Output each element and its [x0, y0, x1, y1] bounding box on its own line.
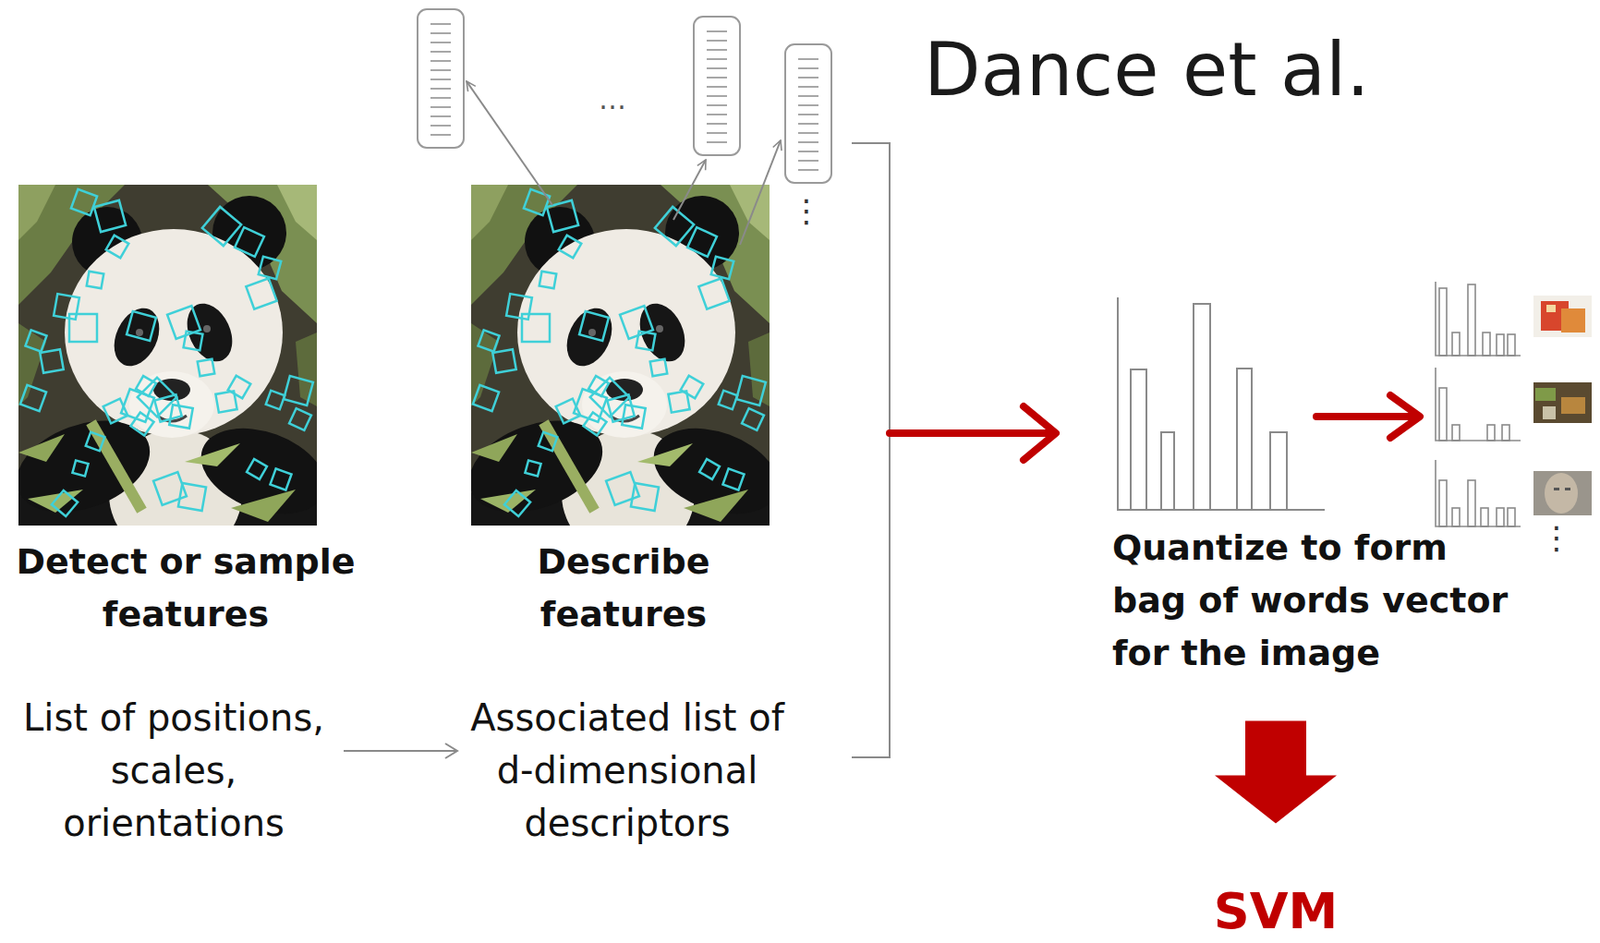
descriptor-vector: [417, 9, 464, 148]
descriptor-vector: [417, 9, 832, 183]
step-caption: Detect or sample features: [5, 535, 366, 642]
panda-photo: [471, 184, 770, 526]
mini-histogram: [1507, 334, 1516, 356]
example-thumbnail: [1533, 295, 1592, 516]
ellipsis-mark: ⋮: [790, 194, 823, 227]
panda-photo: [18, 184, 317, 526]
example-thumbnail: [1533, 471, 1592, 516]
descriptor-leader: [466, 81, 781, 245]
histogram: [1130, 369, 1147, 510]
histogram: [1117, 297, 1325, 510]
block-arrow: [1214, 720, 1337, 824]
flow-arrow: [889, 395, 1420, 461]
example-thumbnail: [1561, 397, 1586, 414]
flow-arrow: [1023, 406, 1056, 461]
panda-photo: [18, 184, 317, 526]
descriptor-vector: [693, 16, 740, 156]
mini-histogram: [1467, 480, 1476, 527]
caption-text: Detect or sample features: [5, 535, 366, 642]
caption-text: Describe features: [475, 535, 772, 642]
descriptor-leader: [739, 140, 781, 245]
group-bracket: [851, 143, 890, 758]
descriptor-entries: [430, 24, 819, 170]
mini-histogram: [1467, 284, 1476, 356]
mini-histogram: [1435, 281, 1521, 356]
mini-histogram: [1507, 508, 1516, 527]
histogram: [1270, 432, 1287, 510]
descriptor-vector: [785, 44, 832, 183]
mini-histogram: [1487, 424, 1495, 441]
mini-histogram: [1496, 334, 1504, 356]
ellipsis-mark: ⋮: [1540, 521, 1573, 554]
flow-arrow: [1316, 412, 1416, 421]
example-thumbnail: [1564, 487, 1571, 491]
classifier-label: SVM: [1183, 884, 1369, 939]
descriptor-entries: [430, 24, 451, 135]
example-thumbnail: [1542, 406, 1556, 420]
histogram: [1236, 368, 1252, 510]
descriptor-entries: [798, 59, 819, 170]
mini-histogram: [1480, 508, 1489, 527]
slide-title: Dance et al.: [923, 25, 1370, 115]
mini-histogram: [1435, 281, 1521, 527]
histogram: [1161, 432, 1175, 510]
mini-histogram: [1502, 424, 1510, 441]
block-arrow: [1214, 720, 1337, 824]
example-thumbnail: [1535, 387, 1556, 401]
step-detail: List of positions, scales, orientations: [7, 691, 340, 850]
descriptor-leader: [673, 159, 706, 220]
histogram: [1117, 297, 1325, 510]
mini-histogram: [1452, 332, 1460, 356]
flow-arrow: [889, 429, 1052, 437]
example-thumbnail: [1533, 382, 1592, 424]
step-detail: Associated list of d-dimensional descrip…: [460, 691, 794, 850]
mini-histogram: [1439, 288, 1447, 356]
panda-photo: [471, 184, 770, 526]
ellipsis-mark: …: [598, 85, 627, 114]
step-caption: Describe features: [475, 535, 772, 642]
step-caption: Quantize to form bag of words vector for…: [1112, 521, 1519, 680]
example-thumbnail: [1553, 487, 1560, 491]
mini-histogram: [1439, 480, 1447, 527]
example-thumbnail: [1546, 304, 1556, 313]
flow-arrow: [343, 743, 458, 759]
mini-histogram: [1452, 508, 1460, 527]
caption-text: Quantize to form bag of words vector for…: [1112, 521, 1519, 680]
mini-histogram: [1435, 460, 1521, 527]
descriptor-entries: [706, 31, 728, 143]
flow-arrow: [1390, 395, 1420, 438]
caption-text: SVM: [1183, 884, 1369, 939]
mini-histogram: [1496, 508, 1504, 527]
caption-text: List of positions, scales, orientations: [7, 691, 340, 850]
example-thumbnail: [1544, 472, 1578, 514]
arrow-head: [445, 743, 458, 759]
caption-text: Associated list of d-dimensional descrip…: [460, 691, 794, 850]
example-thumbnail: [1561, 308, 1586, 333]
descriptor-leader: [466, 81, 553, 206]
mini-histogram: [1452, 424, 1460, 441]
mini-histogram: [1439, 387, 1447, 441]
histogram: [1193, 303, 1211, 510]
flow-arrow: [343, 750, 458, 752]
mini-histogram: [1482, 332, 1491, 356]
mini-histogram: [1435, 367, 1521, 441]
example-thumbnail: [1533, 295, 1592, 338]
